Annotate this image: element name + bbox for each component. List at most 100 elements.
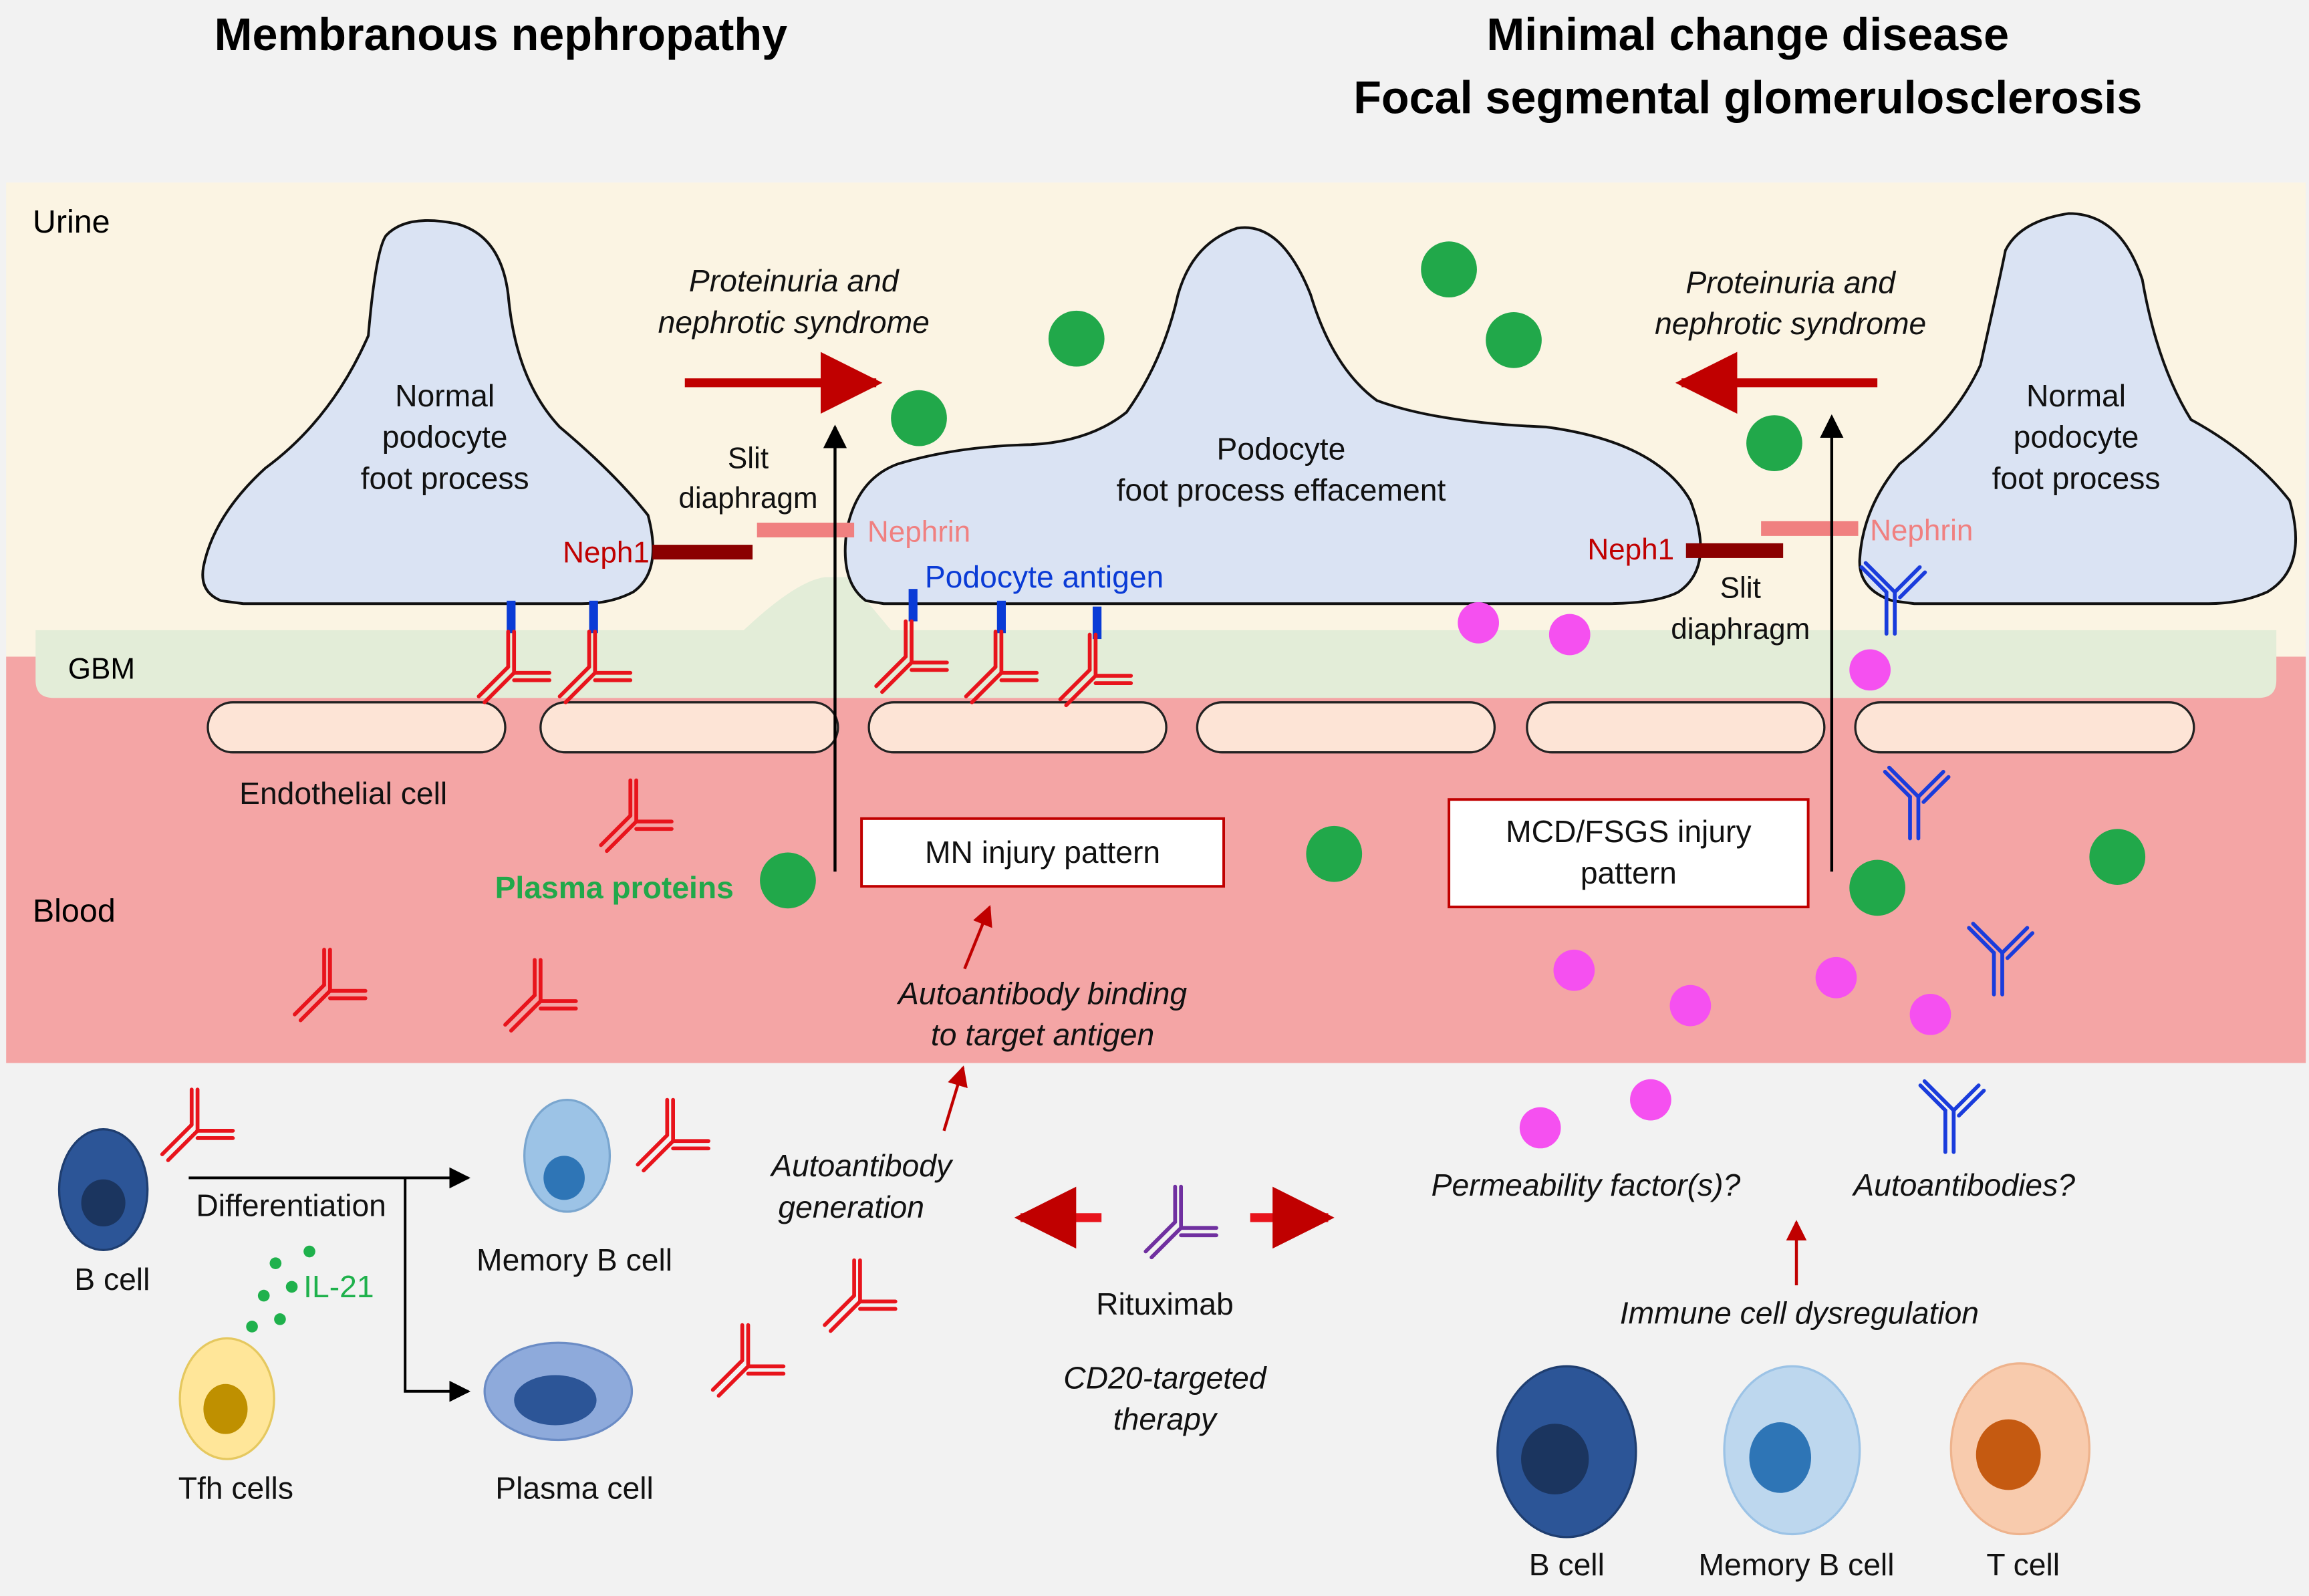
endothelial-cell (539, 701, 839, 754)
plasma-protein (2089, 829, 2146, 885)
permeability-factor (1669, 984, 1712, 1027)
b-cell-nucleus (81, 1179, 126, 1227)
endothelial-cell (1196, 701, 1496, 754)
generation-label: Autoantibody (769, 1148, 954, 1183)
blood-label: Blood (33, 893, 116, 929)
generation-label: generation (778, 1190, 924, 1224)
differentiation-arrow-branch (404, 1178, 471, 1402)
il21-dot (269, 1257, 282, 1269)
tfh-cells-label: Tfh cells (178, 1471, 293, 1506)
endothelial-cell (1854, 701, 2195, 754)
il21-dot (257, 1289, 270, 1302)
right-podocyte-label: podocyte (2014, 420, 2139, 454)
permeability-factor (1458, 602, 1499, 644)
proteinuria-label: nephrotic syndrome (658, 305, 930, 340)
generation-arrow (942, 1065, 968, 1132)
permeability-factor (1519, 1107, 1561, 1149)
mcd-fsgs-injury-box-label: pattern (1581, 855, 1677, 890)
plasma-protein (760, 852, 816, 909)
permeability-factor (1815, 956, 1857, 999)
nephrin-protein (757, 523, 855, 538)
left-podocyte-label: podocyte (382, 420, 508, 454)
title-membranous-nephropathy: Membranous nephropathy (215, 9, 787, 60)
plasma-protein (1048, 310, 1105, 367)
permeability-factor (1553, 949, 1595, 991)
podocyte-antigen (996, 600, 1006, 634)
cd20-therapy-label: therapy (1113, 1402, 1218, 1436)
effacement-label: Podocyte (1217, 431, 1346, 466)
proteinuria-label: Proteinuria and (689, 263, 900, 298)
nephrin-label: Nephrin (867, 516, 970, 549)
blue-autoantibody (1899, 1056, 2000, 1156)
neph1-protein (1685, 543, 1784, 558)
neph1-protein (652, 545, 753, 560)
podocyte-antigen-label: Podocyte antigen (925, 559, 1164, 594)
mcd-fsgs-injury-box-label: MCD/FSGS injury (1506, 814, 1752, 849)
red-autoantibody (162, 1089, 233, 1160)
mcd-fsgs-injury-box (1448, 798, 1810, 909)
left-normal-podocyte (201, 219, 655, 606)
slit-diaphragm-label: Slit (728, 442, 769, 475)
left-podocyte-label: foot process (361, 460, 529, 495)
plasma-protein (891, 390, 947, 446)
podocyte-antigen (1092, 606, 1102, 640)
plasma-cell-nucleus (514, 1375, 597, 1426)
il21-dot (303, 1245, 315, 1258)
neph1-label: Neph1 (563, 537, 650, 569)
slit-diaphragm-label: diaphragm (678, 482, 817, 515)
b-cell-label: B cell (74, 1262, 150, 1297)
plasma-proteins-label: Plasma proteins (495, 870, 734, 905)
plasma-protein (1486, 312, 1542, 368)
il21-dot (285, 1281, 298, 1293)
il21-label: IL-21 (303, 1269, 374, 1304)
plasma-protein (1746, 415, 1802, 471)
binding-label: Autoantibody binding (896, 976, 1187, 1011)
endothelial-cell-label: Endothelial cell (239, 776, 447, 811)
il21-dots (246, 1245, 315, 1333)
podocyte-antigens (507, 589, 1102, 640)
binding-arrow (963, 905, 992, 970)
memory-b-cell-label: Memory B cell (477, 1242, 672, 1277)
red-autoantibody (825, 1260, 896, 1331)
mn-injury-box (860, 817, 1226, 888)
permeability-factor (1849, 649, 1891, 691)
autoantibodies-label: Autoantibodies? (1851, 1168, 2075, 1202)
plasma-protein (1849, 859, 1906, 916)
rituximab-label: Rituximab (1096, 1287, 1234, 1321)
plasma-protein (1421, 241, 1477, 297)
proteinuria-label: Proteinuria and (1685, 265, 1896, 299)
red-autoantibody (638, 1100, 708, 1171)
nephrin-protein (1761, 521, 1859, 536)
red-autoantibody (713, 1325, 784, 1396)
cd20-therapy-label: CD20-targeted (1063, 1360, 1267, 1395)
proteinuria-label: nephrotic syndrome (1655, 306, 1926, 341)
t-cell-nucleus (1976, 1419, 2041, 1490)
nephrin-label: Nephrin (1870, 514, 1973, 547)
neph1-label: Neph1 (1587, 533, 1674, 566)
tfh-cell-nucleus (203, 1383, 248, 1434)
permeability-factor (1548, 614, 1591, 656)
podocyte-antigen (507, 600, 516, 634)
rituximab-antibody (1145, 1187, 1216, 1258)
binding-label: to target antigen (931, 1017, 1154, 1052)
podocyte-antigen (589, 600, 598, 634)
il21-dot (246, 1321, 258, 1333)
urine-label: Urine (33, 204, 110, 240)
t-cell-label: T cell (1986, 1547, 2060, 1582)
dysregulation-label: Immune cell dysregulation (1620, 1295, 1979, 1330)
memory-b-cell-nucleus (543, 1156, 585, 1200)
right-normal-podocyte (1858, 212, 2298, 606)
title-fsgs: Focal segmental glomerulosclerosis (1353, 73, 2142, 124)
title-minimal-change-disease: Minimal change disease (1486, 9, 2009, 60)
permeability-factors-label: Permeability factor(s)? (1432, 1168, 1741, 1202)
plasma-cell-label: Plasma cell (495, 1471, 653, 1506)
left-podocyte-label: Normal (395, 378, 495, 413)
permeability-factor (1630, 1079, 1671, 1121)
b-cell-nucleus (1521, 1424, 1589, 1494)
right-podocyte-label: foot process (1992, 460, 2161, 495)
plasma-proteins (760, 241, 2146, 916)
b-cell-label: B cell (1529, 1547, 1605, 1582)
differentiation-label: Differentiation (196, 1188, 386, 1223)
endothelial-cells (207, 701, 2195, 754)
